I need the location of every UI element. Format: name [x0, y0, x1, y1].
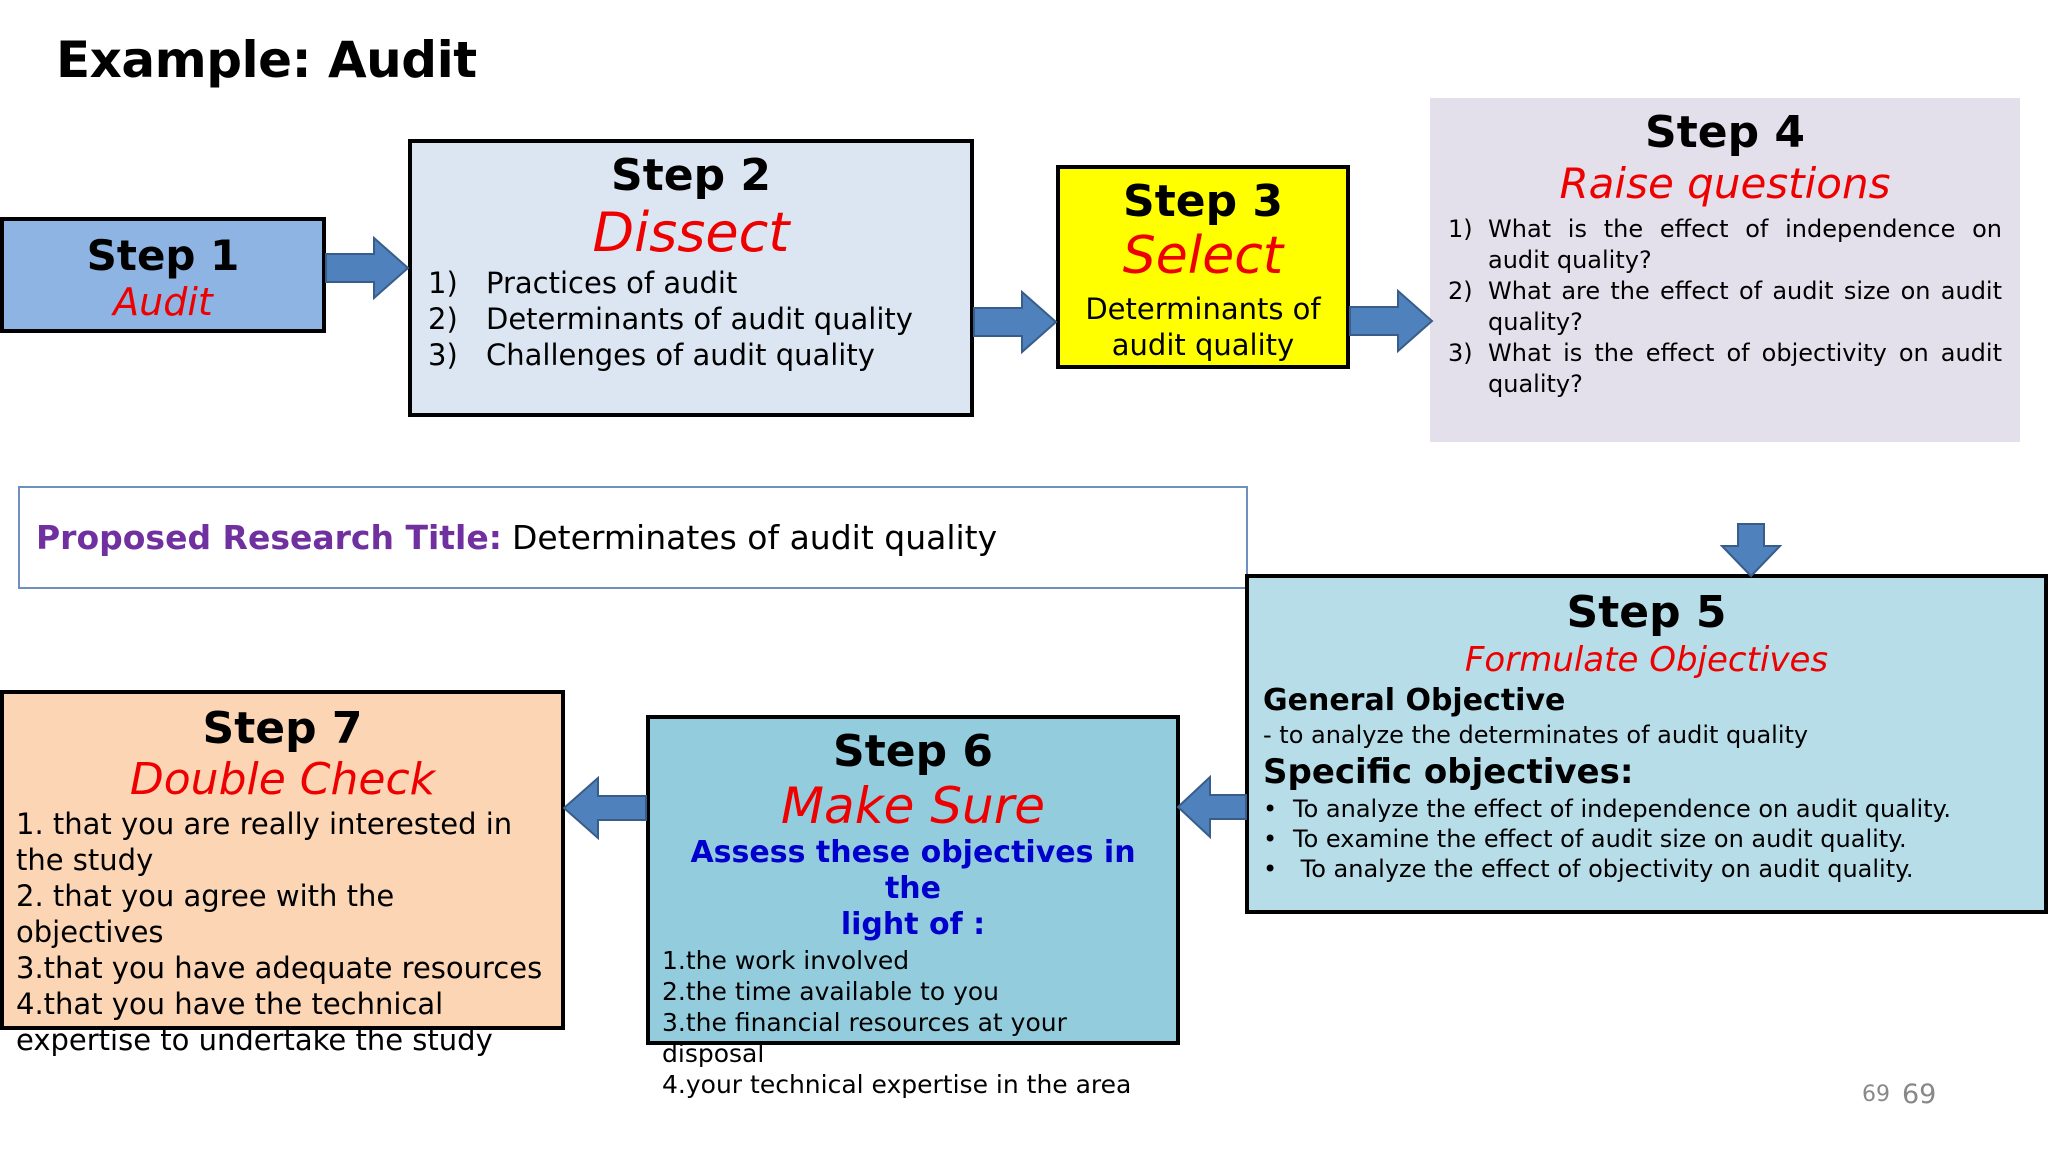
arrow-step6-to-step7: [562, 775, 647, 841]
specific-objectives-heading: Specific objectives:: [1263, 752, 1634, 792]
bullet-icon: •: [1263, 795, 1278, 823]
step4-subtitle: Raise questions: [1559, 159, 1891, 208]
list-item: 2. that you agree with the objectives: [16, 879, 395, 949]
item-number: 2): [428, 302, 458, 336]
item-text: To analyze the effect of independence on…: [1293, 795, 1952, 823]
step3-heading: Step 3: [1123, 176, 1283, 227]
arrow-step5-to-step6: [1176, 774, 1247, 840]
step4-heading: Step 4: [1645, 107, 1805, 158]
list-item: • To analyze the effect of objectivity o…: [1263, 854, 2030, 884]
step6-list: 1.the work involved 2.the time available…: [662, 945, 1164, 1100]
list-item: 3) Challenges of audit quality: [428, 337, 970, 373]
list-item: 4.your technical expertise in the area: [662, 1070, 1132, 1099]
item-text: Challenges of audit quality: [486, 338, 875, 372]
assess-heading: Assess these objectives in the light of …: [662, 835, 1164, 943]
arrow-step3-to-step4: [1349, 288, 1434, 354]
step3-description: Determinants of audit quality: [1060, 291, 1346, 363]
item-text: What are the effect of audit size on aud…: [1488, 277, 2002, 336]
step5-box: Step 5 Formulate Objectives General Obje…: [1245, 574, 2048, 914]
item-number: 1): [428, 266, 458, 300]
list-item: 1) What is the effect of independence on …: [1448, 214, 2002, 276]
step7-box: Step 7 Double Check 1. that you are real…: [0, 690, 565, 1057]
step2-subtitle: Dissect: [592, 201, 790, 264]
step7-heading: Step 7: [202, 703, 363, 754]
arrow-step1-to-step2: [325, 235, 410, 301]
list-item: 1.the work involved: [662, 946, 910, 975]
step4-box: Step 4 Raise questions 1) What is the eff…: [1430, 98, 2020, 442]
step7-subtitle: Double Check: [129, 754, 436, 805]
step5-subtitle: Formulate Objectives: [1464, 640, 1829, 680]
item-number: 3): [428, 338, 458, 372]
step6-subtitle: Make Sure: [780, 777, 1046, 835]
list-item: 2) Determinants of audit quality: [428, 301, 970, 337]
research-title-label: Proposed Research Title:: [36, 518, 502, 557]
step4-question-list: 1) What is the effect of independence on …: [1448, 214, 2002, 400]
description-line: Determinants of: [1085, 292, 1321, 326]
list-item: 3.that you have adequate resources: [16, 951, 543, 985]
assess-line: light of :: [840, 907, 986, 942]
item-text: Determinants of audit quality: [486, 302, 913, 336]
assess-line: Assess these objectives in the: [690, 835, 1136, 906]
list-item: • To analyze the effect of independence o…: [1263, 794, 2030, 824]
item-number: 2): [1448, 277, 1473, 305]
bullet-icon: •: [1263, 855, 1278, 883]
item-text: What is the effect of independence on au…: [1488, 215, 2002, 274]
item-number: 1): [1448, 215, 1473, 243]
page-number: 69: [1902, 1079, 1937, 1110]
list-item: 1. that you are really interested in the…: [16, 807, 513, 877]
bullet-icon: •: [1263, 825, 1278, 853]
list-item: 1) Practices of audit: [428, 265, 970, 301]
step2-heading: Step 2: [611, 150, 771, 201]
step7-list: 1. that you are really interested in the…: [16, 806, 549, 1058]
step2-box: Step 2 Dissect 1) Practices of audit 2) De…: [408, 139, 974, 417]
page-number-small: 69: [1862, 1082, 1890, 1107]
step2-list: 1) Practices of audit 2) Determinants of a…: [428, 265, 970, 373]
list-item: 3.the financial resources at your dispos…: [662, 1008, 1067, 1068]
step3-subtitle: Select: [1122, 226, 1284, 286]
step1-box: Step 1 Audit: [0, 217, 326, 333]
specific-objectives-list: • To analyze the effect of independence o…: [1263, 794, 2030, 884]
step3-box: Step 3 Select Determinants of audit qual…: [1056, 165, 1350, 369]
step1-subtitle: Audit: [113, 280, 213, 324]
item-text: To analyze the effect of objectivity on …: [1293, 855, 1914, 883]
step6-heading: Step 6: [833, 726, 993, 777]
list-item: 3) What is the effect of objectivity on a…: [1448, 338, 2002, 400]
general-objective-text: - to analyze the determinates of audit q…: [1263, 721, 1809, 749]
list-item: 2) What are the effect of audit size on a…: [1448, 276, 2002, 338]
list-item: 2.the time available to you: [662, 977, 1000, 1006]
general-objective-heading: General Objective: [1263, 683, 1566, 718]
item-text: What is the effect of objectivity on aud…: [1488, 339, 2002, 398]
research-title-box: Proposed Research Title: Determinates of…: [18, 486, 1248, 589]
list-item: • To examine the effect of audit size on …: [1263, 824, 2030, 854]
arrow-step4-to-step5: [1719, 523, 1783, 578]
list-item: 4.that you have the technical expertise …: [16, 987, 493, 1057]
research-title-value: Determinates of audit quality: [511, 518, 998, 557]
step6-box: Step 6 Make Sure Assess these objectives…: [646, 715, 1180, 1099]
slide-title: Example: Audit: [56, 31, 477, 89]
item-text: To examine the effect of audit size on a…: [1293, 825, 1907, 853]
description-line: audit quality: [1111, 328, 1295, 362]
arrow-step2-to-step3: [973, 289, 1058, 355]
item-text: Practices of audit: [486, 266, 738, 300]
step5-heading: Step 5: [1566, 587, 1727, 638]
item-number: 3): [1448, 339, 1473, 367]
step1-heading: Step 1: [86, 231, 240, 280]
